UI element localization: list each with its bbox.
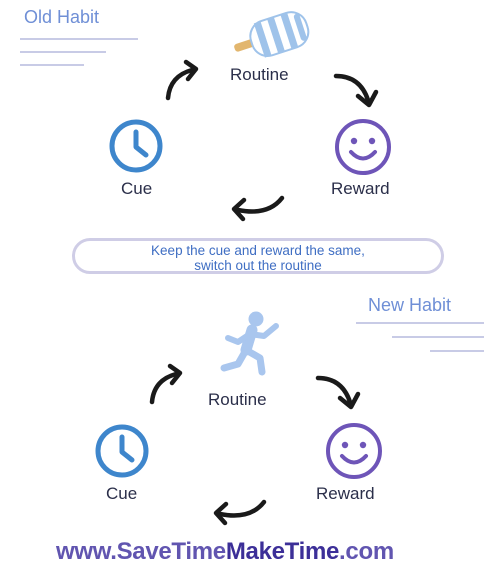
curved-arrow-icon [231, 195, 285, 222]
curved-arrow-icon [333, 73, 379, 108]
new-cue-label: Cue [106, 484, 138, 503]
smiley-icon [335, 119, 391, 175]
website-url: www.SaveTimeMakeTime.com [56, 540, 394, 564]
old-routine-label: Routine [230, 65, 289, 84]
running-person-icon [220, 311, 279, 376]
url-emphasis: MakeTime [225, 538, 340, 565]
new-reward-label: Reward [316, 484, 375, 503]
decorative-line [20, 64, 84, 66]
decorative-line [20, 51, 106, 53]
curved-arrow-icon [165, 59, 199, 101]
banner-line-1: Keep the cue and reward the same, [151, 243, 365, 258]
banner-line-2: switch out the routine [194, 258, 322, 273]
new-habit-title: New Habit [368, 295, 452, 315]
decorative-line [430, 350, 484, 352]
curved-arrow-icon [213, 499, 267, 526]
curved-arrow-icon [149, 363, 183, 405]
old-cue-label: Cue [121, 179, 153, 198]
decorative-line [392, 336, 484, 338]
url-suffix: .com [339, 538, 394, 565]
url-prefix: www.SaveTime [56, 538, 226, 565]
popsicle-icon [234, 11, 310, 58]
decorative-line [20, 38, 138, 40]
clock-icon [109, 119, 163, 173]
new-routine-label: Routine [208, 390, 267, 409]
instruction-banner: Keep the cue and reward the same, switch… [72, 238, 444, 274]
old-reward-label: Reward [331, 179, 390, 198]
clock-icon [95, 424, 149, 478]
curved-arrow-icon [315, 375, 361, 410]
smiley-icon [326, 423, 382, 479]
old-habit-title: Old Habit [24, 7, 100, 27]
decorative-line [356, 322, 484, 324]
